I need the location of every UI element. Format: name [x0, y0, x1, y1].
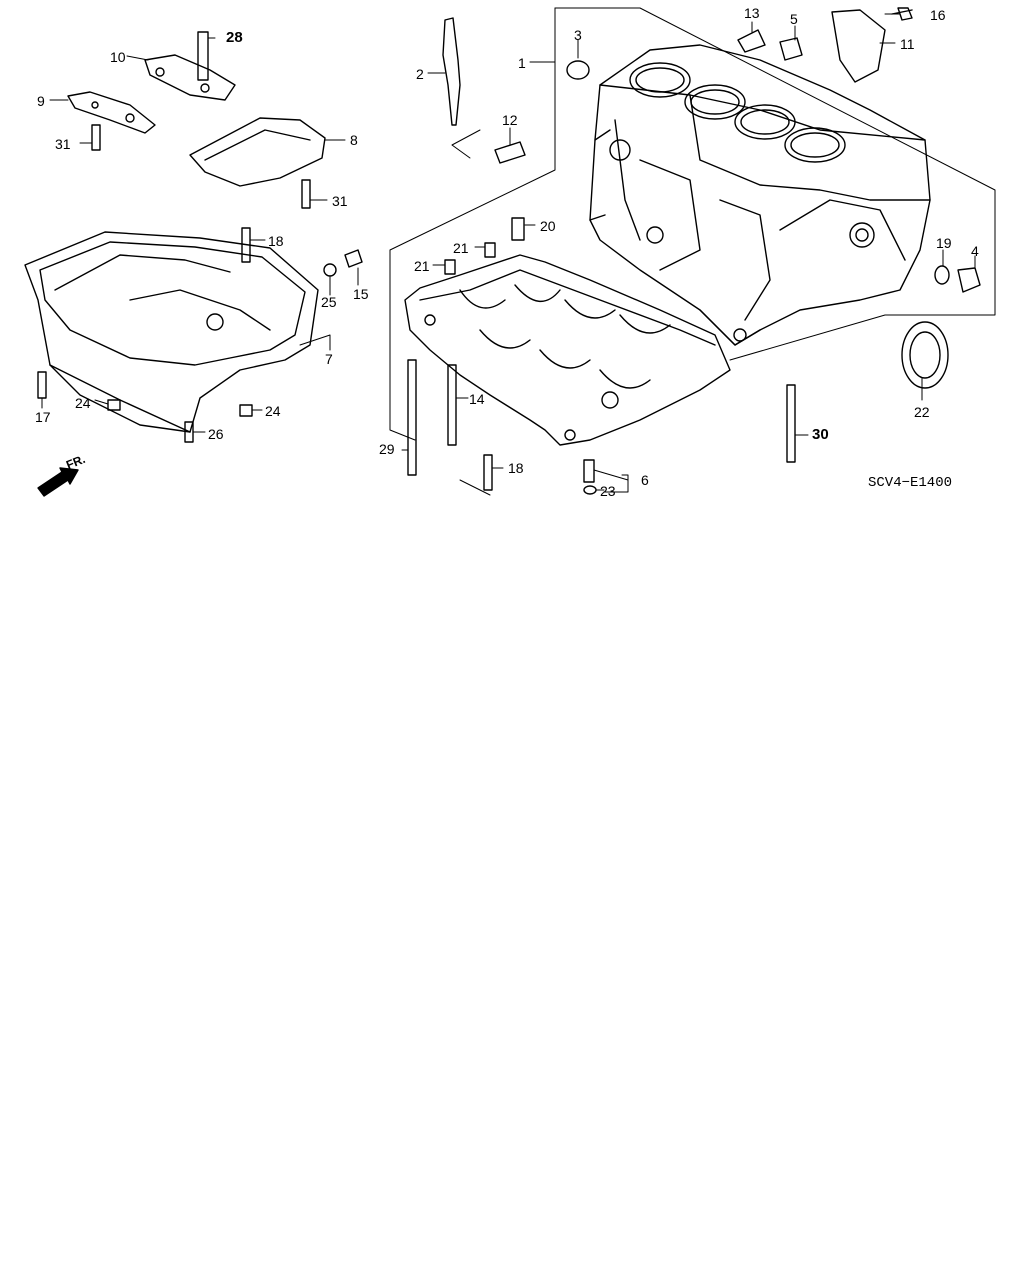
washer-19	[934, 265, 950, 285]
callout-24-left: 24	[75, 395, 91, 411]
stud-18b	[483, 454, 493, 491]
bolt-29	[407, 359, 417, 476]
lower-block	[404, 254, 731, 446]
bracket-11	[831, 9, 886, 83]
callout-18-stud: 18	[268, 233, 284, 249]
callout-31-right: 31	[332, 193, 348, 209]
callout-31-left: 31	[55, 136, 71, 152]
dowel-20	[511, 217, 525, 241]
bolt-14	[447, 364, 457, 446]
callout-21-lower: 21	[414, 258, 430, 274]
callout-21-upper: 21	[453, 240, 469, 256]
callout-29: 29	[379, 441, 395, 457]
callout-22: 22	[914, 404, 930, 420]
dowel-21b	[444, 259, 456, 275]
callout-15: 15	[353, 286, 369, 302]
bolt-17	[37, 371, 47, 399]
dowel-21a	[484, 242, 496, 258]
exploded-parts-diagram	[24, 7, 996, 497]
bracket-9	[67, 91, 156, 134]
callout-6: 6	[641, 472, 649, 488]
callout-2: 2	[416, 66, 424, 82]
callout-10: 10	[110, 49, 126, 65]
callout-11: 11	[900, 36, 915, 52]
bolt-28	[197, 31, 209, 81]
callout-5: 5	[790, 11, 798, 27]
callout-23: 23	[600, 483, 616, 499]
bolt-31a	[91, 124, 101, 151]
callout-19: 19	[936, 235, 952, 251]
callout-12: 12	[502, 112, 518, 128]
bracket-10	[144, 54, 236, 101]
baffle-plate	[189, 117, 326, 187]
callout-28: 28	[226, 29, 243, 46]
diagram-code: SCV4−E1400	[868, 475, 953, 491]
stud-18a	[241, 227, 251, 263]
plug-5	[779, 37, 803, 61]
callout-26: 26	[208, 426, 224, 442]
callout-17: 17	[35, 409, 51, 425]
oil-pan	[24, 231, 319, 433]
callout-20: 20	[540, 218, 556, 234]
oil-seal-22	[901, 321, 949, 389]
callout-18-lower: 18	[508, 460, 524, 476]
sensor-12	[494, 141, 526, 164]
front-arrow-icon	[37, 467, 79, 497]
callout-1: 1	[518, 55, 526, 71]
plug-4	[957, 267, 981, 293]
callout-7: 7	[325, 351, 333, 367]
washer-23	[583, 485, 597, 495]
cylinder-block	[589, 44, 931, 346]
washer-25	[323, 263, 337, 277]
callout-9: 9	[37, 93, 45, 109]
callout-25: 25	[321, 294, 337, 310]
plug-3	[566, 60, 590, 80]
bolt-30	[786, 384, 796, 463]
nut-24a	[107, 399, 121, 411]
callout-13: 13	[744, 5, 760, 21]
callout-4: 4	[971, 243, 979, 259]
leader-lines	[41, 7, 996, 496]
callout-14: 14	[469, 391, 485, 407]
nut-24b	[239, 404, 253, 417]
stud-6	[583, 459, 595, 483]
bolt-31b	[301, 179, 311, 209]
callout-24-right: 24	[265, 403, 281, 419]
bolt-16	[891, 7, 913, 21]
dipstick-guide	[442, 17, 461, 126]
callout-3: 3	[574, 27, 582, 43]
callout-30: 30	[812, 426, 829, 443]
bolt-26	[184, 421, 194, 443]
drain-bolt-15	[344, 249, 363, 268]
callout-16: 16	[930, 7, 946, 23]
callout-8: 8	[350, 132, 358, 148]
sensor-13	[737, 29, 766, 53]
